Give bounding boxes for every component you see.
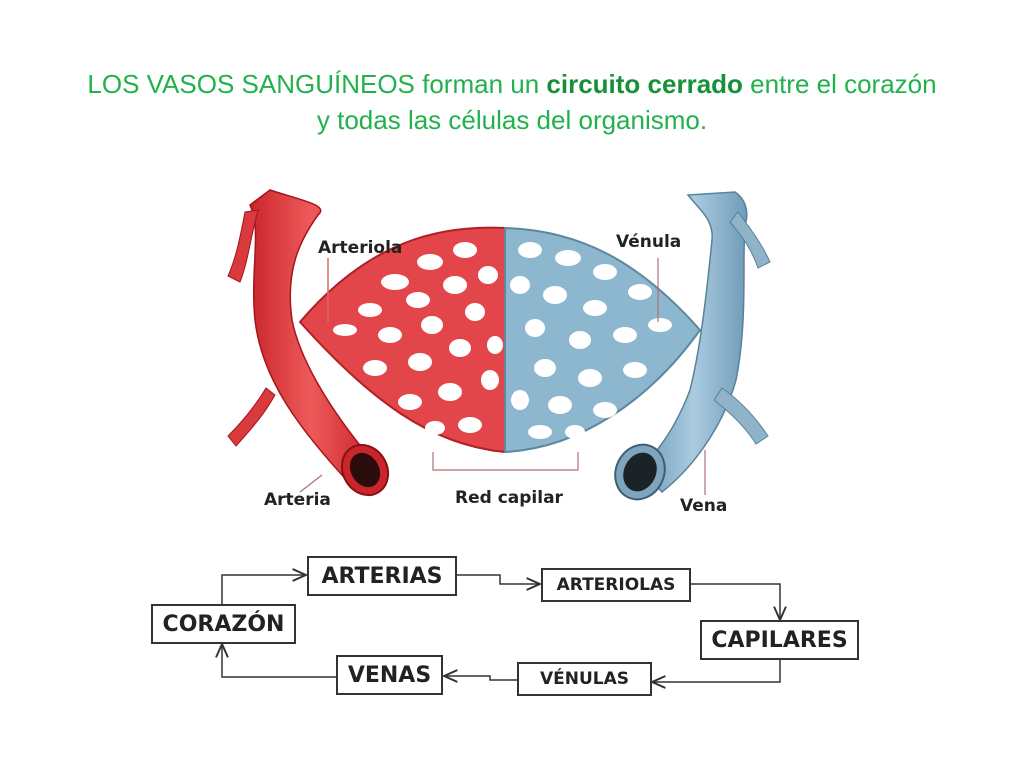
flow-box-arterias: ARTERIAS [307, 556, 457, 596]
flow-box-venulas: VÉNULAS [517, 662, 652, 696]
label-arteriola: Arteriola [318, 238, 403, 258]
title-part1: LOS VASOS SANGUÍNEOS forman un [87, 69, 547, 99]
label-venula: Vénula [616, 232, 682, 252]
flow-box-capilares: CAPILARES [700, 620, 859, 660]
label-vena: Vena [680, 496, 728, 516]
page-title: LOS VASOS SANGUÍNEOS forman un circuito … [0, 66, 1024, 138]
capillary-mesh-red [333, 242, 503, 435]
vein-vessel [614, 191, 771, 501]
flow-box-venas: VENAS [336, 655, 443, 695]
flow-box-corazon: CORAZÓN [151, 604, 296, 644]
label-arteria: Arteria [264, 490, 331, 510]
title-part2: entre el corazón [742, 69, 937, 99]
capillary-network [298, 226, 702, 454]
capillary-mesh-blue [510, 242, 672, 439]
title-bold: circuito cerrado [546, 69, 743, 99]
title-line2: y todas las células del organismo. [316, 105, 708, 135]
flow-box-arteriolas: ARTERIOLAS [541, 568, 691, 602]
label-red-capilar: Red capilar [455, 488, 563, 508]
artery-vessel [227, 189, 390, 497]
